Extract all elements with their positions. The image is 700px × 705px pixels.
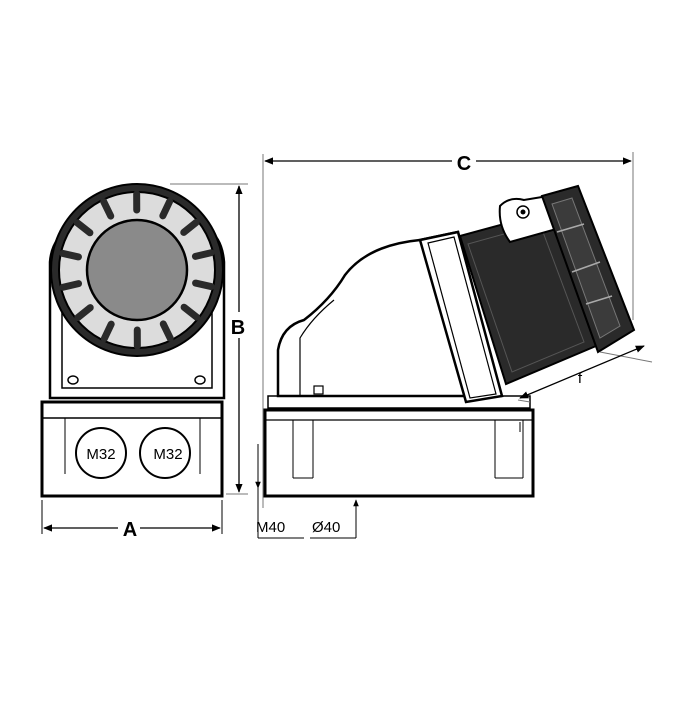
- side-view: C f M40 Ø40: [256, 148, 652, 538]
- dimension-b-label: B: [231, 317, 245, 339]
- dimension-a: A: [42, 500, 222, 541]
- gland-right-label: M32: [153, 446, 182, 463]
- gland-left: M32: [76, 428, 126, 478]
- dimension-a-label: A: [123, 519, 137, 541]
- lid-rib: [195, 253, 211, 257]
- diameter-label: Ø40: [312, 519, 340, 536]
- front-enclosure-box: [42, 402, 222, 496]
- gland-right: M32: [140, 428, 190, 478]
- side-enclosure-box: [265, 410, 533, 496]
- front-socket-lid: [51, 184, 223, 356]
- thread-label: M40: [256, 519, 285, 536]
- gland-left-label: M32: [86, 446, 115, 463]
- lid-rib: [196, 283, 212, 286]
- lid-rib: [63, 284, 79, 288]
- dimension-c-label: C: [457, 153, 471, 175]
- lid-rib: [63, 253, 79, 256]
- front-view: M32 M32 A B: [42, 184, 250, 541]
